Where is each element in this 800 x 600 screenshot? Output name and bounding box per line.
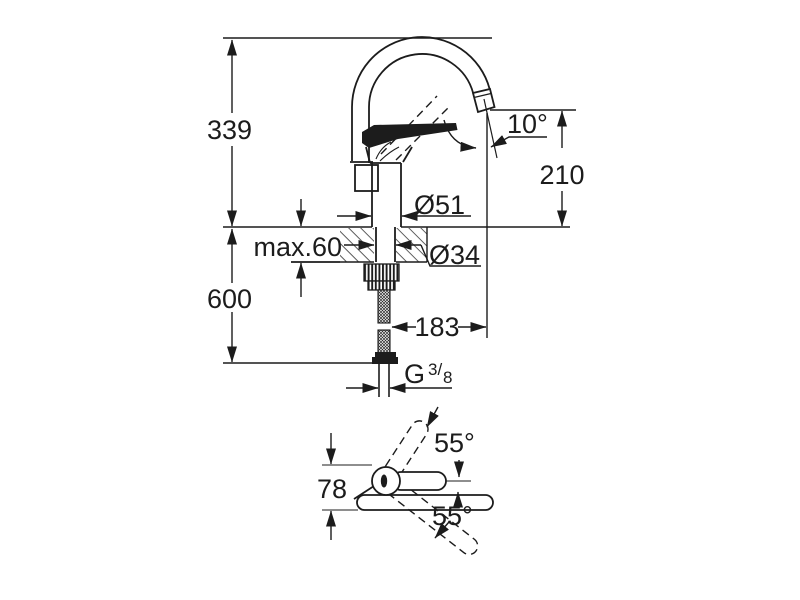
mounting-nut <box>363 263 400 291</box>
handle-slot <box>380 474 388 488</box>
side-view: 339 10° 210 Ø51 max.60 Ø34 600 183 G 3/ … <box>207 36 585 397</box>
lever-handle <box>362 123 458 148</box>
dim-swing-lower-label: 55° <box>432 501 473 531</box>
handle-motion-arc-arrow <box>443 119 477 152</box>
dim-body-depth-label: 78 <box>317 474 347 504</box>
thread-size-prefix: G <box>404 359 425 389</box>
hub-detail-2 <box>379 146 400 162</box>
dim-max-deck-label: max.60 <box>253 232 342 262</box>
dim-spout-angle-label: 10° <box>507 109 548 139</box>
hose-fitting <box>372 352 398 364</box>
spout-inner-arc <box>368 53 475 108</box>
handle-raised-dashed <box>380 95 451 161</box>
dim-hole-diameter-label: Ø34 <box>429 240 480 270</box>
dim-outlet-height-label: 210 <box>539 160 584 190</box>
stream-angle-line <box>483 98 498 159</box>
thread-size-denominator: 8 <box>443 368 452 387</box>
faucet-outline <box>350 36 496 227</box>
dim-projection-label: 183 <box>414 312 459 342</box>
dim-swing-upper-label: 55° <box>434 428 475 458</box>
spout-outer-arc <box>351 36 491 108</box>
dim-body-diameter-label: Ø51 <box>414 190 465 220</box>
thread-pipe <box>378 364 390 397</box>
flex-hose <box>377 289 391 354</box>
thread-size-numerator: 3/ <box>428 360 442 379</box>
top-view: 55° 78 55° <box>317 406 494 556</box>
spout-body-chamfer <box>353 485 375 500</box>
aerator-tip <box>471 87 496 114</box>
top-view-dimension-arrows <box>322 406 471 540</box>
dim-hose-length-label: 600 <box>207 284 252 314</box>
dimension-arrows <box>227 39 567 393</box>
dim-total-height-label: 339 <box>207 115 252 145</box>
aerator-band <box>473 92 492 99</box>
hub-detail-1 <box>375 141 392 160</box>
side-box <box>354 164 379 192</box>
